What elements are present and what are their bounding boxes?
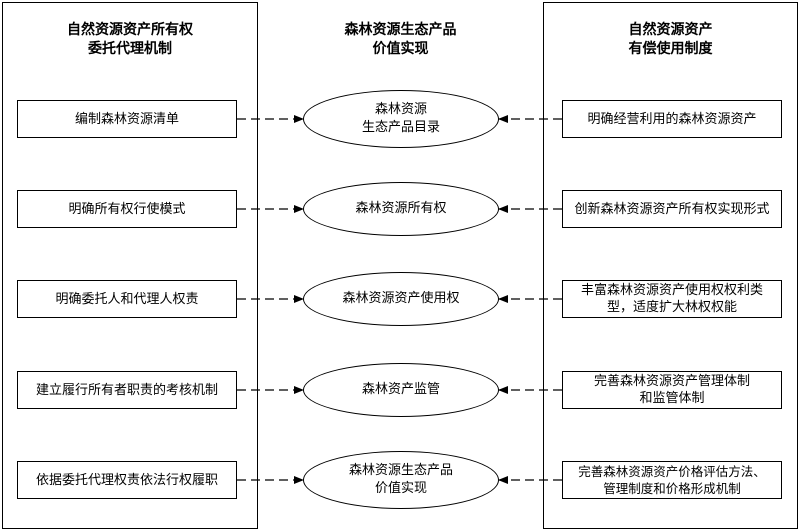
center-column-title: 森林资源生态产品 价值实现 — [258, 21, 543, 59]
left-column-title: 自然资源资产所有权 委托代理机制 — [2, 21, 258, 59]
center-ellipse-row1-line2: 生态产品目录 — [361, 120, 440, 135]
right-box-row3-line1: 丰富森林资源资产使用权权利类 — [580, 283, 763, 298]
center-ellipse-row5-line1: 森林资源生态产品 — [348, 463, 453, 478]
center-ellipse-row1-line1: 森林资源 — [374, 102, 427, 117]
right-box-row4-line2: 和监管体制 — [639, 391, 705, 406]
left-title-line1: 自然资源资产所有权 — [67, 22, 193, 38]
center-title-line1: 森林资源生态产品 — [344, 22, 457, 38]
right-box-row1-text: 明确经营利用的森林资源资产 — [587, 111, 757, 127]
center-ellipse-row3-text: 森林资源资产使用权 — [342, 291, 460, 306]
right-title-line2: 有偿使用制度 — [628, 41, 713, 57]
right-box-row4: 完善森林资源资产管理体制 和监管体制 — [562, 371, 782, 409]
center-ellipse-row2-text: 森林资源所有权 — [355, 201, 447, 216]
right-title-line1: 自然资源资产 — [628, 22, 713, 38]
left-box-row4-text: 建立履行所有者职责的考核机制 — [35, 382, 218, 398]
left-box-row2-text: 明确所有权行使模式 — [68, 201, 186, 217]
right-box-row5: 完善森林资源资产价格评估方法、 管理制度和价格形成机制 — [562, 461, 782, 499]
right-box-row2: 创新森林资源资产所有权实现形式 — [562, 190, 782, 228]
center-ellipse-row1: 森林资源 生态产品目录 — [303, 90, 499, 148]
left-box-row5-text: 依据委托代理权责依法行权履职 — [35, 472, 218, 488]
right-box-row1: 明确经营利用的森林资源资产 — [562, 100, 782, 138]
left-box-row1: 编制森林资源清单 — [17, 100, 237, 138]
left-title-line2: 委托代理机制 — [88, 41, 172, 57]
left-box-row1-text: 编制森林资源清单 — [74, 111, 179, 127]
right-column-title: 自然资源资产 有偿使用制度 — [543, 21, 798, 59]
right-box-row5-line2: 管理制度和价格形成机制 — [603, 481, 741, 496]
left-box-row3: 明确委托人和代理人权责 — [17, 280, 237, 318]
center-ellipse-row3: 森林资源资产使用权 — [303, 272, 499, 326]
left-column-frame — [2, 2, 258, 529]
center-ellipse-row4: 森林资产监管 — [303, 363, 499, 417]
right-box-row4-line1: 完善森林资源资产管理体制 — [593, 374, 750, 389]
left-box-row3-text: 明确委托人和代理人权责 — [55, 291, 199, 307]
right-box-row2-text: 创新森林资源资产所有权实现形式 — [574, 201, 770, 217]
center-ellipse-row2: 森林资源所有权 — [303, 182, 499, 236]
right-box-row5-line1: 完善森林资源资产价格评估方法、 — [578, 464, 766, 479]
left-box-row5: 依据委托代理权责依法行权履职 — [17, 461, 237, 499]
center-ellipse-row5: 森林资源生态产品 价值实现 — [303, 451, 499, 509]
right-box-row3-line2: 型，适度扩大林权权能 — [606, 300, 737, 315]
left-box-row4: 建立履行所有者职责的考核机制 — [17, 371, 237, 409]
right-column-frame — [543, 2, 798, 529]
left-box-row2: 明确所有权行使模式 — [17, 190, 237, 228]
center-ellipse-row5-line2: 价值实现 — [374, 481, 427, 496]
center-ellipse-row4-text: 森林资产监管 — [361, 382, 440, 397]
center-title-line2: 价值实现 — [372, 41, 429, 57]
right-box-row3: 丰富森林资源资产使用权权利类 型，适度扩大林权权能 — [562, 280, 782, 318]
